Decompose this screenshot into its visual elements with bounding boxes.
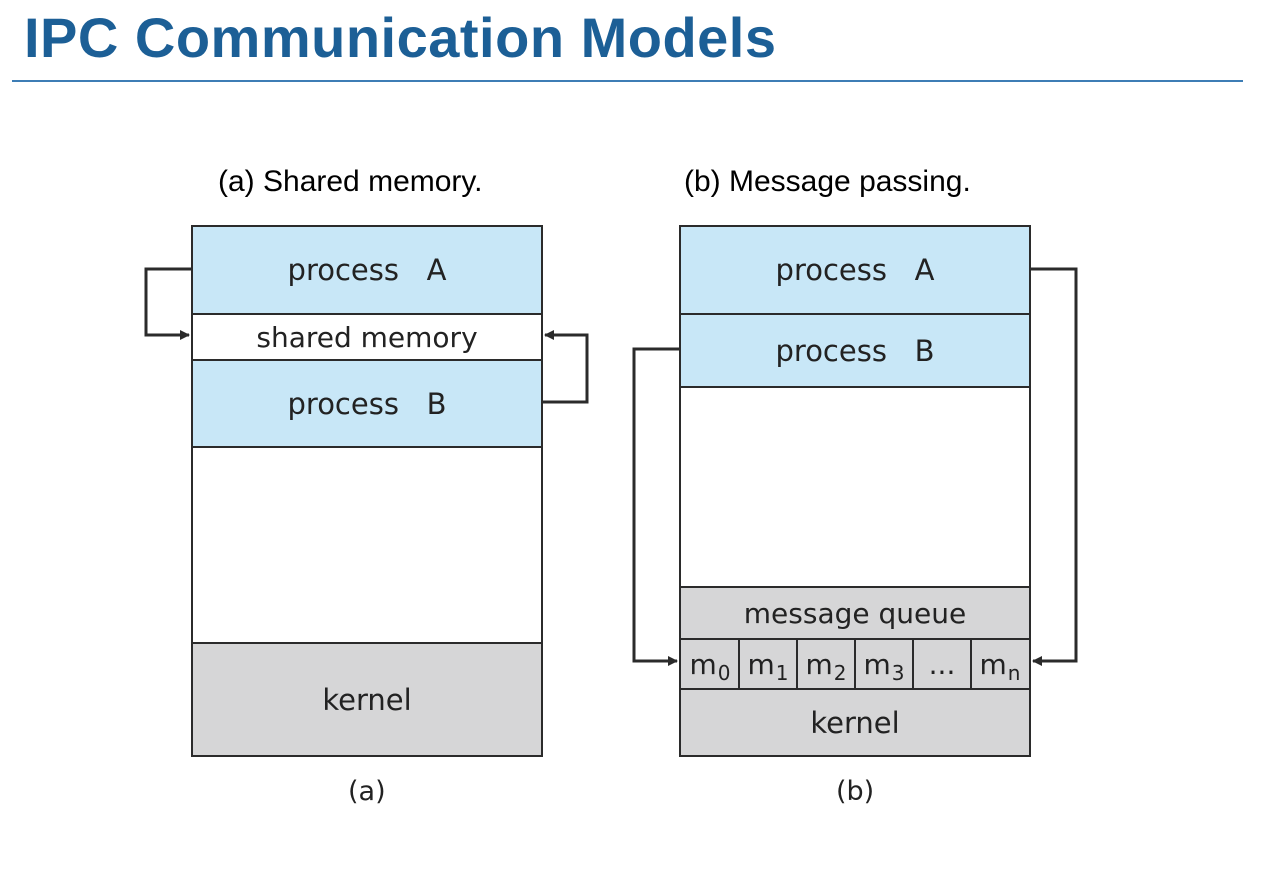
shared-memory-region: shared memory: [193, 313, 541, 359]
shared-memory-caption: (a) Shared memory.: [218, 165, 483, 198]
figure-label-a: (a): [348, 776, 386, 807]
message-queue-label: message queue: [743, 596, 967, 630]
slot-divider: [796, 640, 798, 688]
slot-divider: [854, 640, 856, 688]
kernel-label: kernel: [810, 705, 900, 740]
slot-divider: [912, 640, 914, 688]
kernel-region: kernel: [193, 642, 541, 755]
arrow-process-a-to-shared-memory: [144, 267, 191, 340]
process-b-label: process B: [775, 333, 935, 368]
free-memory-region: [681, 386, 1029, 586]
title-divider: [12, 80, 1243, 82]
shared-memory-diagram: process A shared memory process B kernel: [191, 225, 543, 757]
message-passing-caption: (b) Message passing.: [684, 165, 971, 198]
process-b-region: process B: [681, 313, 1029, 386]
slot-divider: [738, 640, 740, 688]
kernel-region: kernel: [681, 688, 1029, 755]
arrow-process-a-to-queue: [1031, 267, 1078, 666]
message-queue-header: message queue: [681, 586, 1029, 638]
arrow-process-b-to-queue: [632, 347, 679, 666]
page-title: IPC Communication Models: [24, 6, 777, 69]
process-a-label: process A: [775, 253, 935, 287]
shared-memory-label: shared memory: [256, 320, 478, 354]
arrow-process-b-to-shared-memory: [543, 330, 589, 404]
process-b-region: process B: [193, 359, 541, 446]
figure-label-b: (b): [836, 776, 875, 807]
free-memory-region: [193, 446, 541, 642]
kernel-label: kernel: [322, 682, 412, 717]
queue-slot-ellipsis: ...: [928, 647, 956, 681]
process-a-region: process A: [193, 227, 541, 313]
process-b-label: process B: [287, 386, 447, 421]
process-a-region: process A: [681, 227, 1029, 313]
slot-divider: [970, 640, 972, 688]
process-a-label: process A: [287, 253, 447, 287]
